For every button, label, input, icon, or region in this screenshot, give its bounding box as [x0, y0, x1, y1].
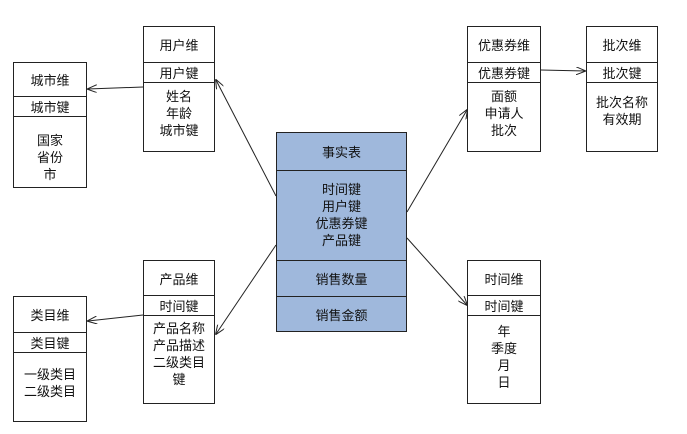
city-dimension-attrs: 国家 省份 市 — [14, 117, 86, 187]
fact-measure-amount: 销售金额 — [315, 308, 368, 324]
batch-attr: 批次名称 — [595, 96, 648, 111]
coupon-attr: 申请人 — [484, 107, 524, 122]
coupon-dimension-title: 优惠券维 — [468, 27, 540, 63]
user-attr: 姓名 — [165, 90, 192, 105]
time-dimension-attrs: 年 季度 月 日 — [468, 316, 540, 403]
user-dimension-attrs: 姓名 年龄 城市键 — [144, 83, 214, 151]
city-dimension-key: 城市键 — [14, 97, 86, 117]
category-dimension-key: 类目键 — [14, 333, 86, 353]
fact-key: 产品键 — [321, 233, 361, 249]
city-attr: 市 — [43, 168, 57, 183]
product-attr: 二级类目 — [152, 356, 205, 371]
coupon-dimension-key: 优惠券键 — [468, 63, 540, 83]
coupon-dimension-box: 优惠券维 优惠券键 面额 申请人 批次 — [467, 26, 541, 152]
fact-table-box: 事实表 时间键 用户键 优惠券键 产品键 销售数量 销售金额 — [276, 132, 407, 332]
category-dimension-box: 类目维 类目键 一级类目 二级类目 — [13, 296, 87, 422]
arrow-fact-to-coupon — [406, 110, 467, 213]
fact-key: 时间键 — [321, 182, 361, 198]
product-attr: 键 — [172, 373, 186, 388]
batch-dimension-key: 批次键 — [587, 63, 657, 83]
coupon-attr: 批次 — [490, 124, 517, 139]
arrow-fact-to-user — [216, 80, 277, 197]
product-dimension-box: 产品维 时间键 产品名称 产品描述 二级类目 键 — [143, 260, 215, 404]
city-dimension-box: 城市维 城市键 国家 省份 市 — [13, 62, 87, 188]
fact-measure-quantity: 销售数量 — [277, 261, 406, 297]
time-attr: 季度 — [490, 342, 517, 357]
fact-table-title: 事实表 — [277, 133, 406, 171]
batch-dimension-attrs: 批次名称 有效期 — [587, 83, 657, 151]
product-dimension-key: 时间键 — [144, 296, 214, 316]
category-attr: 二级类目 — [23, 385, 76, 400]
user-attr: 年龄 — [165, 107, 192, 122]
arrow-fact-to-product — [216, 244, 277, 334]
time-dimension-key: 时间键 — [468, 296, 540, 316]
category-attr: 一级类目 — [23, 368, 76, 383]
product-attr: 产品描述 — [152, 339, 205, 354]
arrow-user-to-city — [88, 87, 144, 89]
arrow-coupon-to-batch — [540, 70, 585, 71]
time-attr: 日 — [497, 376, 511, 391]
user-dimension-box: 用户维 用户键 姓名 年龄 城市键 — [143, 26, 215, 152]
city-attr: 国家 — [36, 134, 63, 149]
arrow-fact-to-time — [406, 237, 467, 305]
city-dimension-title: 城市维 — [14, 63, 86, 97]
fact-key: 优惠券键 — [315, 216, 368, 232]
coupon-dimension-attrs: 面额 申请人 批次 — [468, 83, 540, 151]
coupon-attr: 面额 — [490, 90, 517, 105]
user-dimension-title: 用户维 — [144, 27, 214, 63]
user-attr: 城市键 — [159, 124, 199, 139]
city-attr: 省份 — [36, 151, 63, 166]
fact-table-keys: 时间键 用户键 优惠券键 产品键 — [277, 171, 406, 261]
user-dimension-key: 用户键 — [144, 63, 214, 83]
product-attr: 产品名称 — [152, 322, 205, 337]
time-attr: 月 — [497, 359, 511, 374]
batch-dimension-box: 批次维 批次键 批次名称 有效期 — [586, 26, 658, 152]
time-attr: 年 — [497, 325, 511, 340]
product-dimension-title: 产品维 — [144, 261, 214, 296]
product-dimension-attrs: 产品名称 产品描述 二级类目 键 — [144, 316, 214, 403]
time-dimension-title: 时间维 — [468, 261, 540, 296]
category-dimension-attrs: 一级类目 二级类目 — [14, 353, 86, 421]
batch-attr: 有效期 — [602, 113, 642, 128]
time-dimension-box: 时间维 时间键 年 季度 月 日 — [467, 260, 541, 404]
category-dimension-title: 类目维 — [14, 297, 86, 333]
fact-key: 用户键 — [321, 199, 361, 215]
batch-dimension-title: 批次维 — [587, 27, 657, 63]
arrow-product-to-category — [88, 314, 144, 321]
